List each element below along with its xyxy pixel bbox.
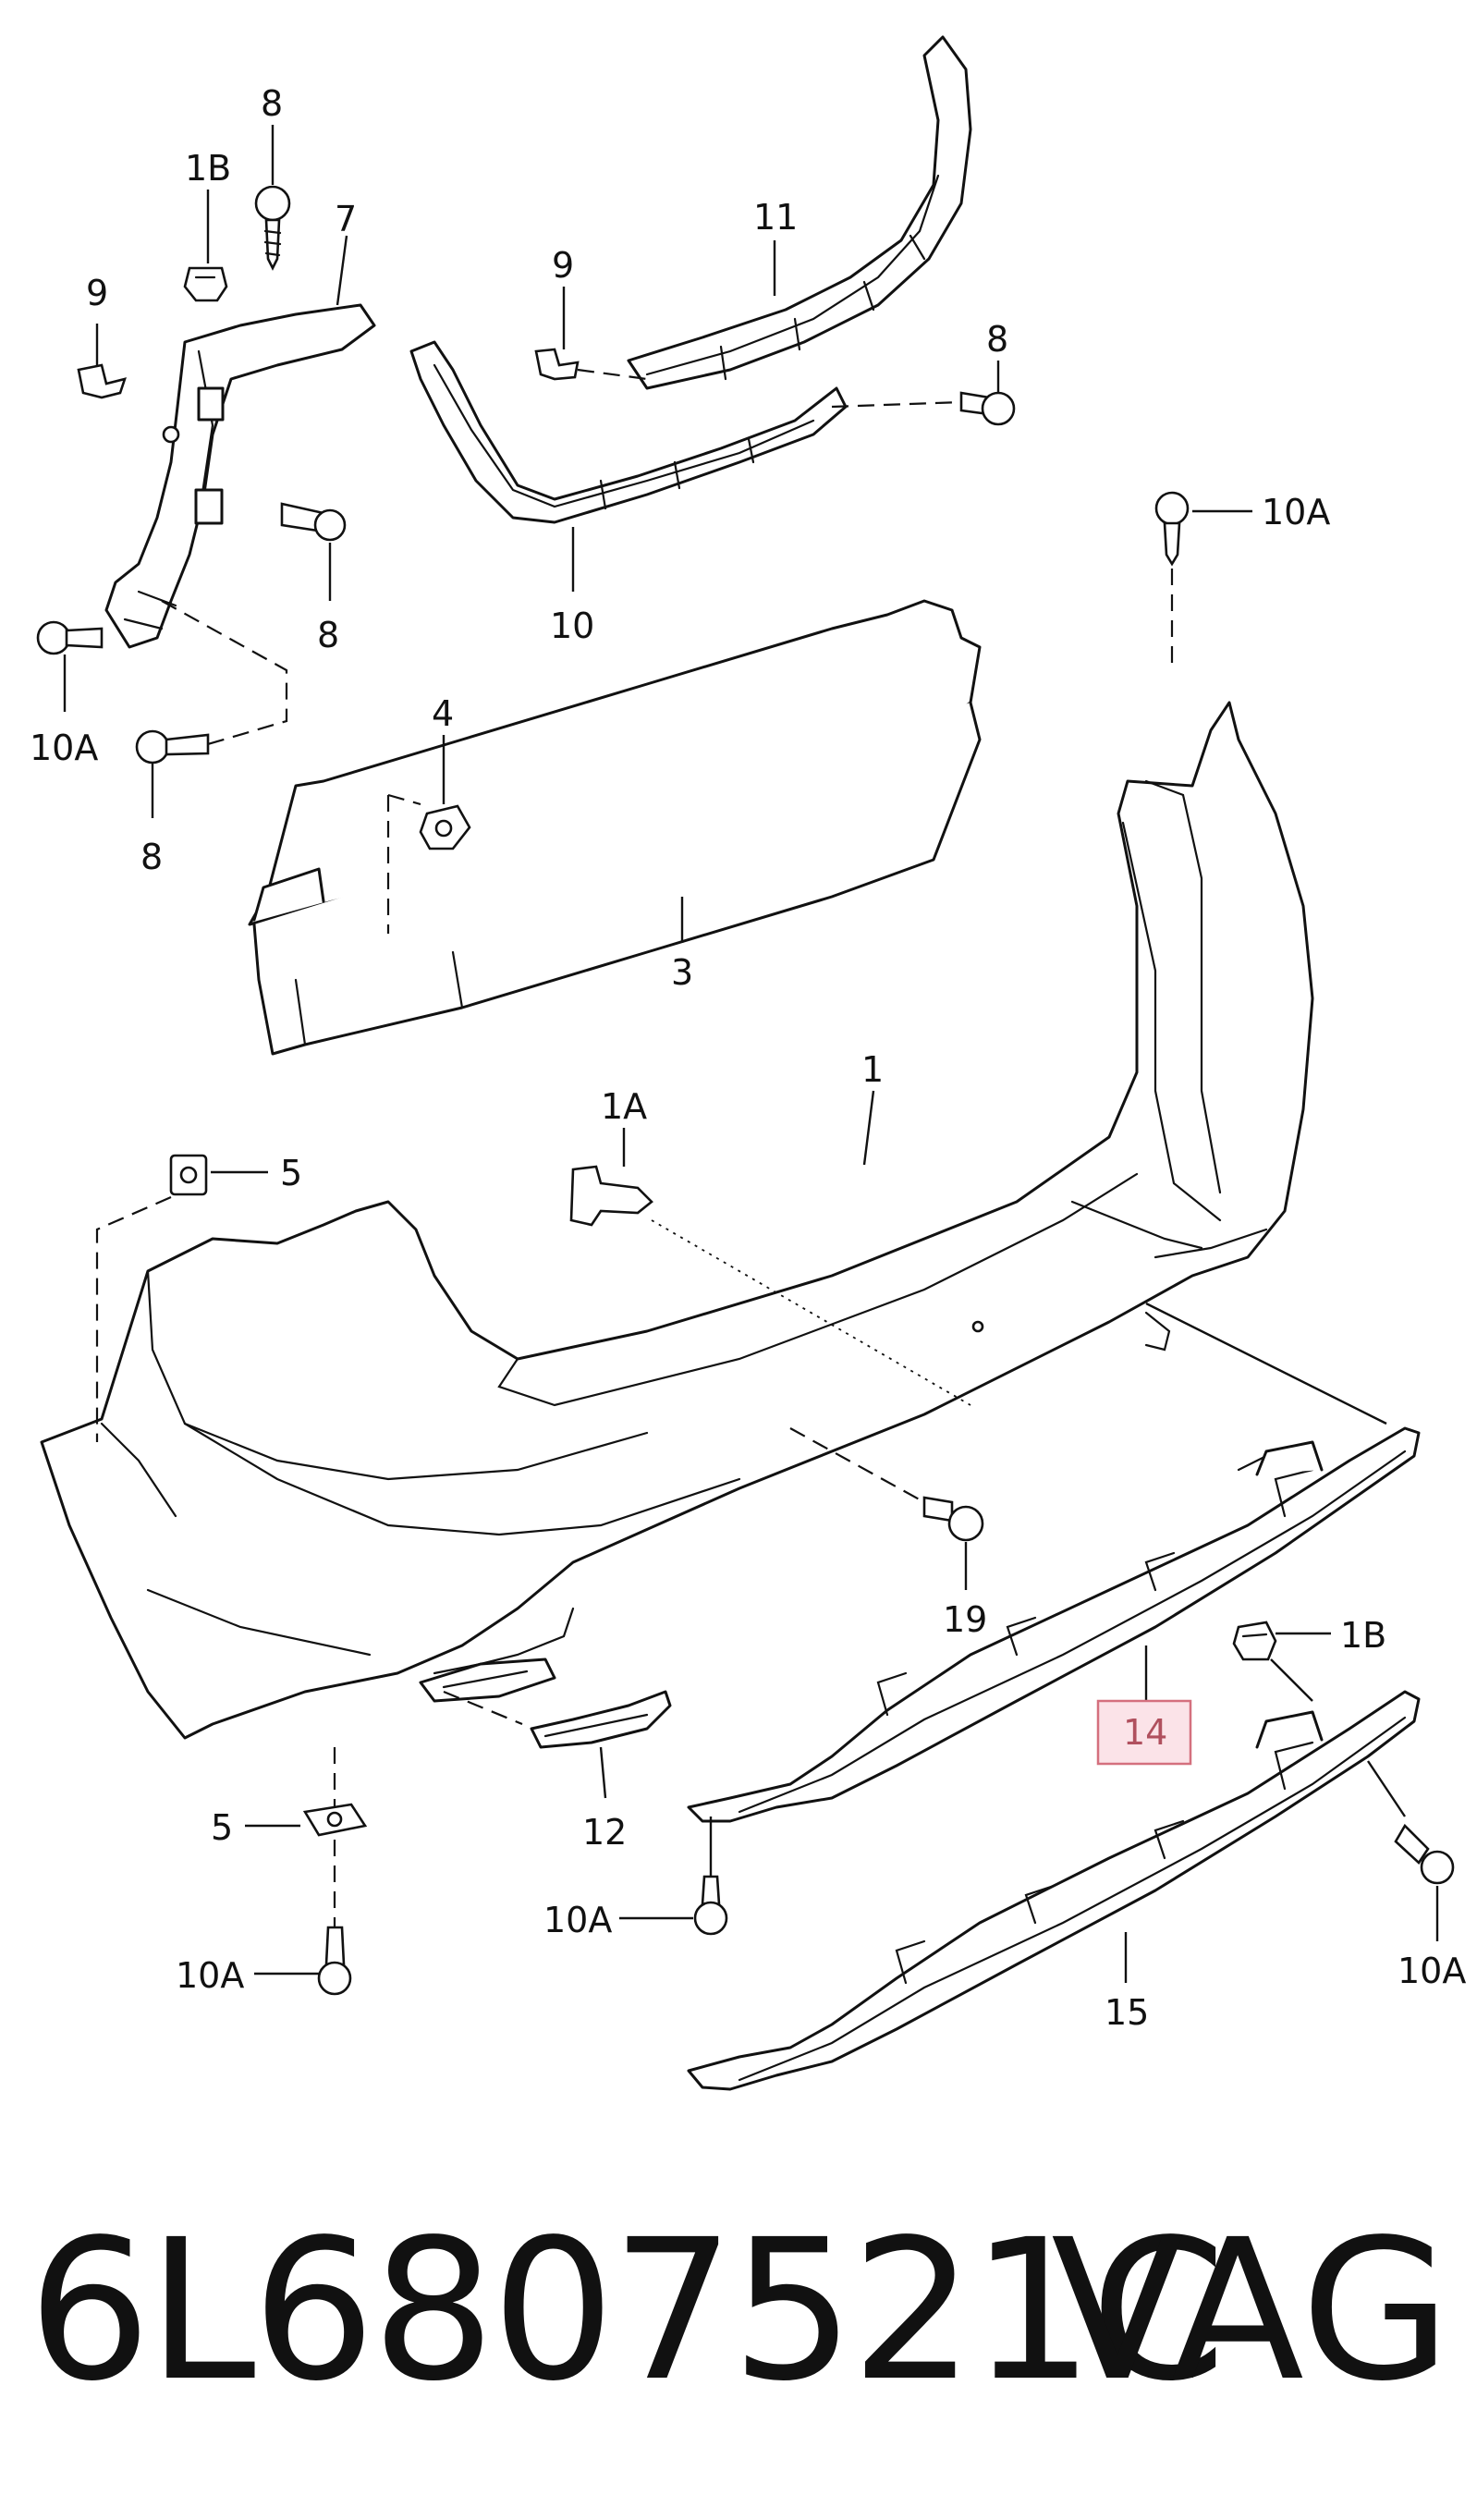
- label-3: 3: [671, 952, 693, 993]
- label-11: 11: [753, 197, 798, 238]
- label-8-top: 8: [261, 83, 283, 124]
- label-19: 19: [943, 1599, 987, 1640]
- screw-10a-right-top: [1154, 491, 1190, 567]
- screw-19: [922, 1496, 984, 1542]
- screw-10a-bottom-mid: [693, 1875, 728, 1936]
- label-10a-left: 10A: [30, 728, 98, 768]
- label-10a-right-top: 10A: [1262, 492, 1330, 532]
- bumper-cover-part-1: [40, 701, 1314, 1740]
- label-8-mid: 8: [986, 319, 1008, 360]
- reinforcement-part-3: [248, 599, 982, 1056]
- label-8-lower-left: 8: [140, 837, 163, 877]
- upper-bracket-part-11: [627, 35, 972, 390]
- highlighted-part-callout: 14: [1096, 1699, 1192, 1766]
- label-15: 15: [1105, 1992, 1149, 2033]
- part-number: 6L6807521C: [28, 2197, 1226, 2424]
- label-10a-bottom-right: 10A: [1398, 1951, 1466, 1991]
- reflector-part-12: [530, 1690, 672, 1749]
- clip-5-top: [169, 1154, 208, 1196]
- screw-10a-bottom-left: [317, 1926, 352, 1996]
- label-12: 12: [582, 1812, 627, 1853]
- rivet-9-left: [77, 363, 127, 399]
- label-1b-bottom: 1B: [1340, 1615, 1386, 1656]
- label-1: 1: [861, 1049, 884, 1090]
- screw-8-mid: [959, 391, 1016, 426]
- clip-5-bottom: [302, 1803, 368, 1837]
- label-1b-top: 1B: [185, 148, 231, 189]
- label-5-bottom: 5: [211, 1807, 233, 1848]
- screw-10a-left: [36, 620, 104, 655]
- nut-4: [419, 804, 471, 850]
- rivet-9-mid: [534, 348, 580, 381]
- part-footer: 6L6807521C VAG: [28, 2191, 1451, 2431]
- diffuser-part-14: [687, 1426, 1421, 1823]
- label-5-top: 5: [280, 1153, 302, 1193]
- rivet-1a: [569, 1165, 653, 1227]
- lower-diffuser-part-15: [687, 1690, 1421, 2091]
- screw-10a-bottom-right: [1394, 1823, 1455, 1885]
- clip-1b-bottom: [1232, 1621, 1277, 1661]
- label-14: 14: [1123, 1712, 1167, 1753]
- screw-8-bracket: [280, 502, 347, 542]
- screw-8-lower-left: [135, 729, 210, 765]
- label-10a-bottom-mid: 10A: [543, 1900, 612, 1940]
- label-7: 7: [335, 199, 357, 239]
- label-9-mid: 9: [552, 245, 574, 286]
- side-bracket-part-7: [104, 303, 376, 649]
- label-10a-bottom-left: 10A: [176, 1955, 244, 1996]
- brand-name: VAG: [1051, 2197, 1451, 2424]
- clip-1b-top: [183, 266, 228, 302]
- lower-bracket-part-10: [409, 340, 848, 524]
- label-1a: 1A: [601, 1086, 647, 1127]
- label-9-left: 9: [86, 273, 108, 313]
- label-10: 10: [550, 606, 594, 646]
- screw-8-top: [254, 185, 291, 271]
- label-8-bracket: 8: [317, 615, 339, 655]
- label-4: 4: [432, 693, 454, 734]
